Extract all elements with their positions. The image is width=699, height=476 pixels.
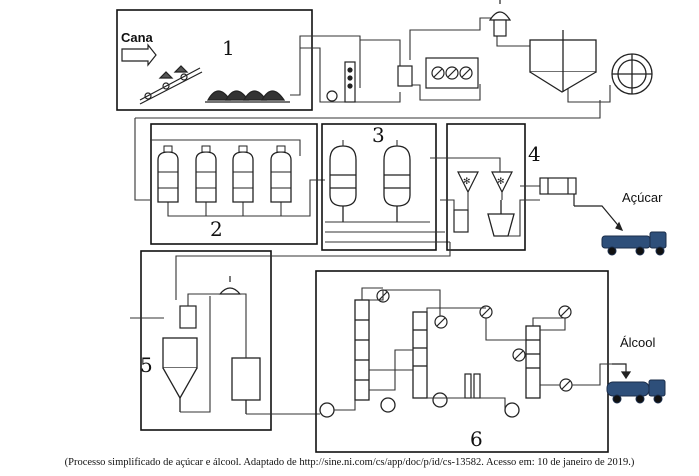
svg-text:✻: ✻ xyxy=(463,176,471,186)
yeast-tank xyxy=(179,305,197,329)
cooler-1: ✻ xyxy=(457,171,479,194)
section-2-number: 2 xyxy=(210,217,223,241)
cooler-2: ✻ xyxy=(491,171,513,194)
seed-tank xyxy=(453,209,469,233)
flash-tank xyxy=(488,0,512,37)
section-5-number: 5 xyxy=(140,353,153,377)
evaporator-2 xyxy=(195,145,217,211)
top-pipelines xyxy=(134,17,611,201)
rotary-filter xyxy=(611,53,653,95)
section-4-box xyxy=(446,123,526,251)
fermenter xyxy=(162,337,198,412)
section-3-box xyxy=(321,123,437,251)
crystallizer-piping xyxy=(430,157,540,237)
distillation-column-3 xyxy=(525,325,541,399)
evaporator-3 xyxy=(232,145,254,211)
section-5-box xyxy=(140,250,272,431)
evaporator-4 xyxy=(270,145,292,211)
small-columns xyxy=(464,373,481,399)
clarifier xyxy=(529,30,597,93)
alcohol-arrow xyxy=(612,363,632,380)
cane-label: Cana xyxy=(121,30,154,45)
filter-unit xyxy=(326,61,413,103)
section-6-number: 6 xyxy=(470,427,483,451)
section-4-number: 4 xyxy=(528,142,541,166)
feed-line-5 xyxy=(130,242,451,319)
section-2-box xyxy=(150,123,318,245)
mill-rollers xyxy=(205,90,290,103)
fermentation-piping xyxy=(180,293,320,415)
sugar-arrow xyxy=(574,205,624,231)
section-1-box xyxy=(116,9,313,111)
sugar-label: Açúcar xyxy=(622,190,663,205)
heater-bank xyxy=(425,57,479,89)
alcohol-truck xyxy=(606,379,666,404)
alcohol-label: Álcool xyxy=(620,335,656,350)
vacuum-pan-1 xyxy=(329,145,357,222)
cane-conveyor xyxy=(139,65,203,105)
distillation-column-1 xyxy=(354,299,370,401)
section-1-number: 1 xyxy=(222,36,235,60)
sugar-dryer xyxy=(539,177,577,206)
section-6-box xyxy=(315,270,609,453)
vacuum-pan-2 xyxy=(383,145,411,222)
figure-caption: (Processo simplificado de açúcar e álcoo… xyxy=(64,457,635,468)
evaporator-1 xyxy=(157,145,179,211)
evaporator-piping xyxy=(150,139,325,217)
separator xyxy=(218,276,242,295)
distillation-piping xyxy=(334,287,612,411)
wine-tank xyxy=(231,357,261,414)
sugar-truck xyxy=(601,231,667,256)
pan-piping xyxy=(325,140,450,243)
distillation-column-2 xyxy=(412,311,428,399)
centrifuge xyxy=(487,200,515,237)
cane-input-arrow xyxy=(121,43,157,67)
section-3-number: 3 xyxy=(372,123,385,147)
svg-text:✻: ✻ xyxy=(497,176,505,186)
